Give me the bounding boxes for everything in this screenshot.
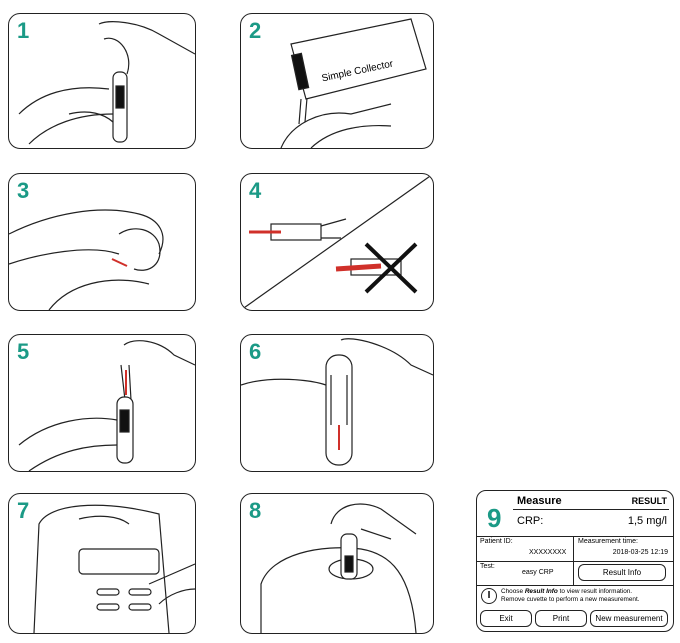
analyte-label: CRP: bbox=[517, 515, 544, 527]
step-number: 1 bbox=[17, 18, 30, 43]
new-measurement-button[interactable]: New measurement bbox=[590, 610, 668, 627]
exit-button[interactable]: Exit bbox=[480, 610, 532, 627]
step-number: 6 bbox=[249, 339, 262, 364]
step-number: 8 bbox=[249, 498, 262, 523]
time-label: Measurement time: bbox=[578, 538, 638, 545]
simple-collector-illustration bbox=[280, 18, 427, 148]
step-number: 9 bbox=[487, 503, 502, 533]
fingertip-sampling-illustration bbox=[9, 209, 164, 310]
step-number: 4 bbox=[249, 178, 262, 203]
test-value: easy CRP bbox=[522, 569, 554, 576]
mix-cuvette-illustration bbox=[241, 338, 433, 466]
step-4-panel: 4 bbox=[240, 173, 434, 311]
step-number: 5 bbox=[17, 339, 30, 364]
info-message: Choose Result Info to view result inform… bbox=[501, 588, 640, 604]
step-6-panel: 6 bbox=[240, 334, 434, 472]
screen-title: Measure bbox=[517, 495, 562, 507]
step-number: 2 bbox=[249, 18, 262, 43]
analyte-value: 1,5 mg/l bbox=[627, 515, 667, 527]
step-7-panel: 7 bbox=[8, 493, 196, 634]
result-info-button[interactable]: Result Info bbox=[578, 564, 666, 581]
hand-holding-cuvette-illustration bbox=[18, 21, 195, 145]
step-5-panel: 5 bbox=[8, 334, 196, 472]
message-text: Remove cuvette to perform a new measurem… bbox=[501, 596, 640, 603]
correct-incorrect-filling-illustration bbox=[241, 174, 433, 310]
message-text: to view result information. bbox=[557, 588, 633, 595]
step-number: 3 bbox=[17, 178, 30, 203]
result-screen-panel: 9 Measure RESULT CRP: 1,5 mg/l Patient I… bbox=[476, 490, 674, 632]
instrument-keypad-illustration bbox=[33, 504, 195, 633]
insert-collector-illustration bbox=[18, 340, 195, 471]
print-button[interactable]: Print bbox=[535, 610, 587, 627]
test-label: Test: bbox=[480, 563, 495, 570]
step-3-panel: 3 bbox=[8, 173, 196, 311]
time-value: 2018-03-25 12:19 bbox=[612, 549, 668, 556]
step-8-panel: 8 bbox=[240, 493, 434, 634]
step-number: 7 bbox=[17, 498, 30, 523]
message-emphasis: Result Info bbox=[524, 588, 558, 595]
step-1-panel: 1 bbox=[8, 13, 196, 149]
patient-id-label: Patient ID: bbox=[480, 538, 513, 545]
status-label: RESULT bbox=[631, 496, 667, 506]
insert-cuvette-instrument-illustration bbox=[260, 503, 417, 633]
patient-id-value: XXXXXXXX bbox=[529, 549, 567, 556]
message-text: Choose bbox=[501, 588, 525, 595]
info-icon: I bbox=[481, 588, 497, 604]
step-2-panel: 2 Simple Collector bbox=[240, 13, 434, 149]
